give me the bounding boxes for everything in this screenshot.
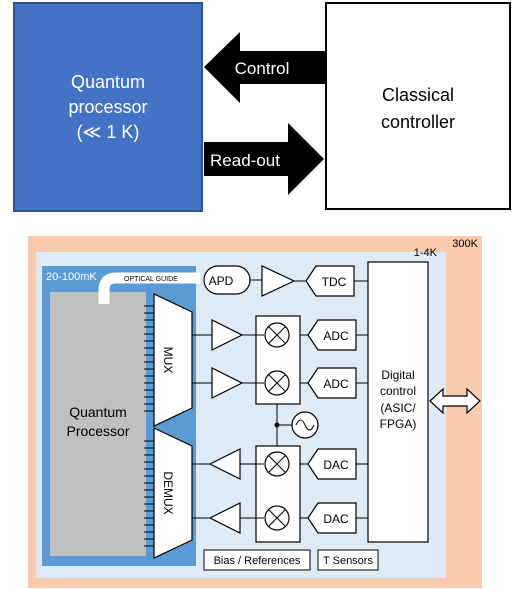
digital-control-line4: FPGA) [380,417,417,431]
tx2-mixer [264,505,290,531]
mux-block [153,293,193,427]
dac2-label: DAC [323,512,349,526]
zone-1-4k-label: 1-4K [414,247,438,259]
tdc-amplifier [261,265,296,297]
classical-controller-line1: Classical [382,85,454,105]
cryogenic-architecture-diagram: 300K 1-4K 20-100mK Quantum Processor OPT… [28,236,482,588]
quantum-processor-line2: processor [68,97,147,117]
apd-block [203,265,251,295]
quantum-processor-line1: Quantum [71,72,145,92]
digital-control-block [367,261,429,543]
classical-controller-box: Classical controller [325,2,511,210]
demux-pins [144,440,154,547]
control-arrow: Control [204,32,326,103]
quantum-processor-chip [50,292,146,556]
quantum-processor-label-line1: Quantum [69,404,127,420]
digital-control-line3: (ASIC/ [380,401,416,415]
top-block-diagram: Quantum processor (≪ 1 K) Classical cont… [13,2,511,212]
rx1-mixer [264,322,290,348]
digital-control-line2: control [380,384,416,398]
tdc-label: TDC [322,275,347,289]
quantum-processor-line3: (≪ 1 K) [77,122,140,142]
t-sensors-label: T Sensors [323,555,373,567]
adc2-label: ADC [323,377,349,391]
readout-arrow-label: Read-out [210,151,280,170]
zone-300k-label: 300K [452,238,478,250]
demux-block [153,427,193,559]
zone-20-100mk-label: 20-100mK [46,271,97,283]
bias-references-box [203,549,311,571]
optical-guide [98,272,200,304]
control-arrow-label: Control [235,59,290,78]
classical-controller-line2: controller [381,112,455,132]
lo-junction-dot [274,422,280,428]
tx1-mixer [264,451,290,477]
mux-pins [144,305,154,412]
dac1-label: DAC [323,458,349,472]
t-sensors-box [317,549,379,571]
optical-guide-label: OPTICAL GUIDE [124,276,178,283]
quantum-processor-box: Quantum processor (≪ 1 K) [13,2,203,212]
io-bidirectional-arrow [429,387,481,415]
readout-arrow: Read-out [204,123,324,195]
apd-label: APD [209,274,234,288]
quantum-processor-label-line2: Processor [66,423,129,439]
digital-control-line1: Digital [381,368,414,382]
rx2-amplifier [211,367,244,399]
bias-references-label: Bias / References [214,555,301,567]
mux-label: MUX [161,347,175,374]
demux-label: DEMUX [161,471,175,514]
adc1-label: ADC [323,329,349,343]
rx2-mixer [264,370,290,396]
rx1-amplifier [211,319,244,351]
local-oscillator [291,411,319,439]
